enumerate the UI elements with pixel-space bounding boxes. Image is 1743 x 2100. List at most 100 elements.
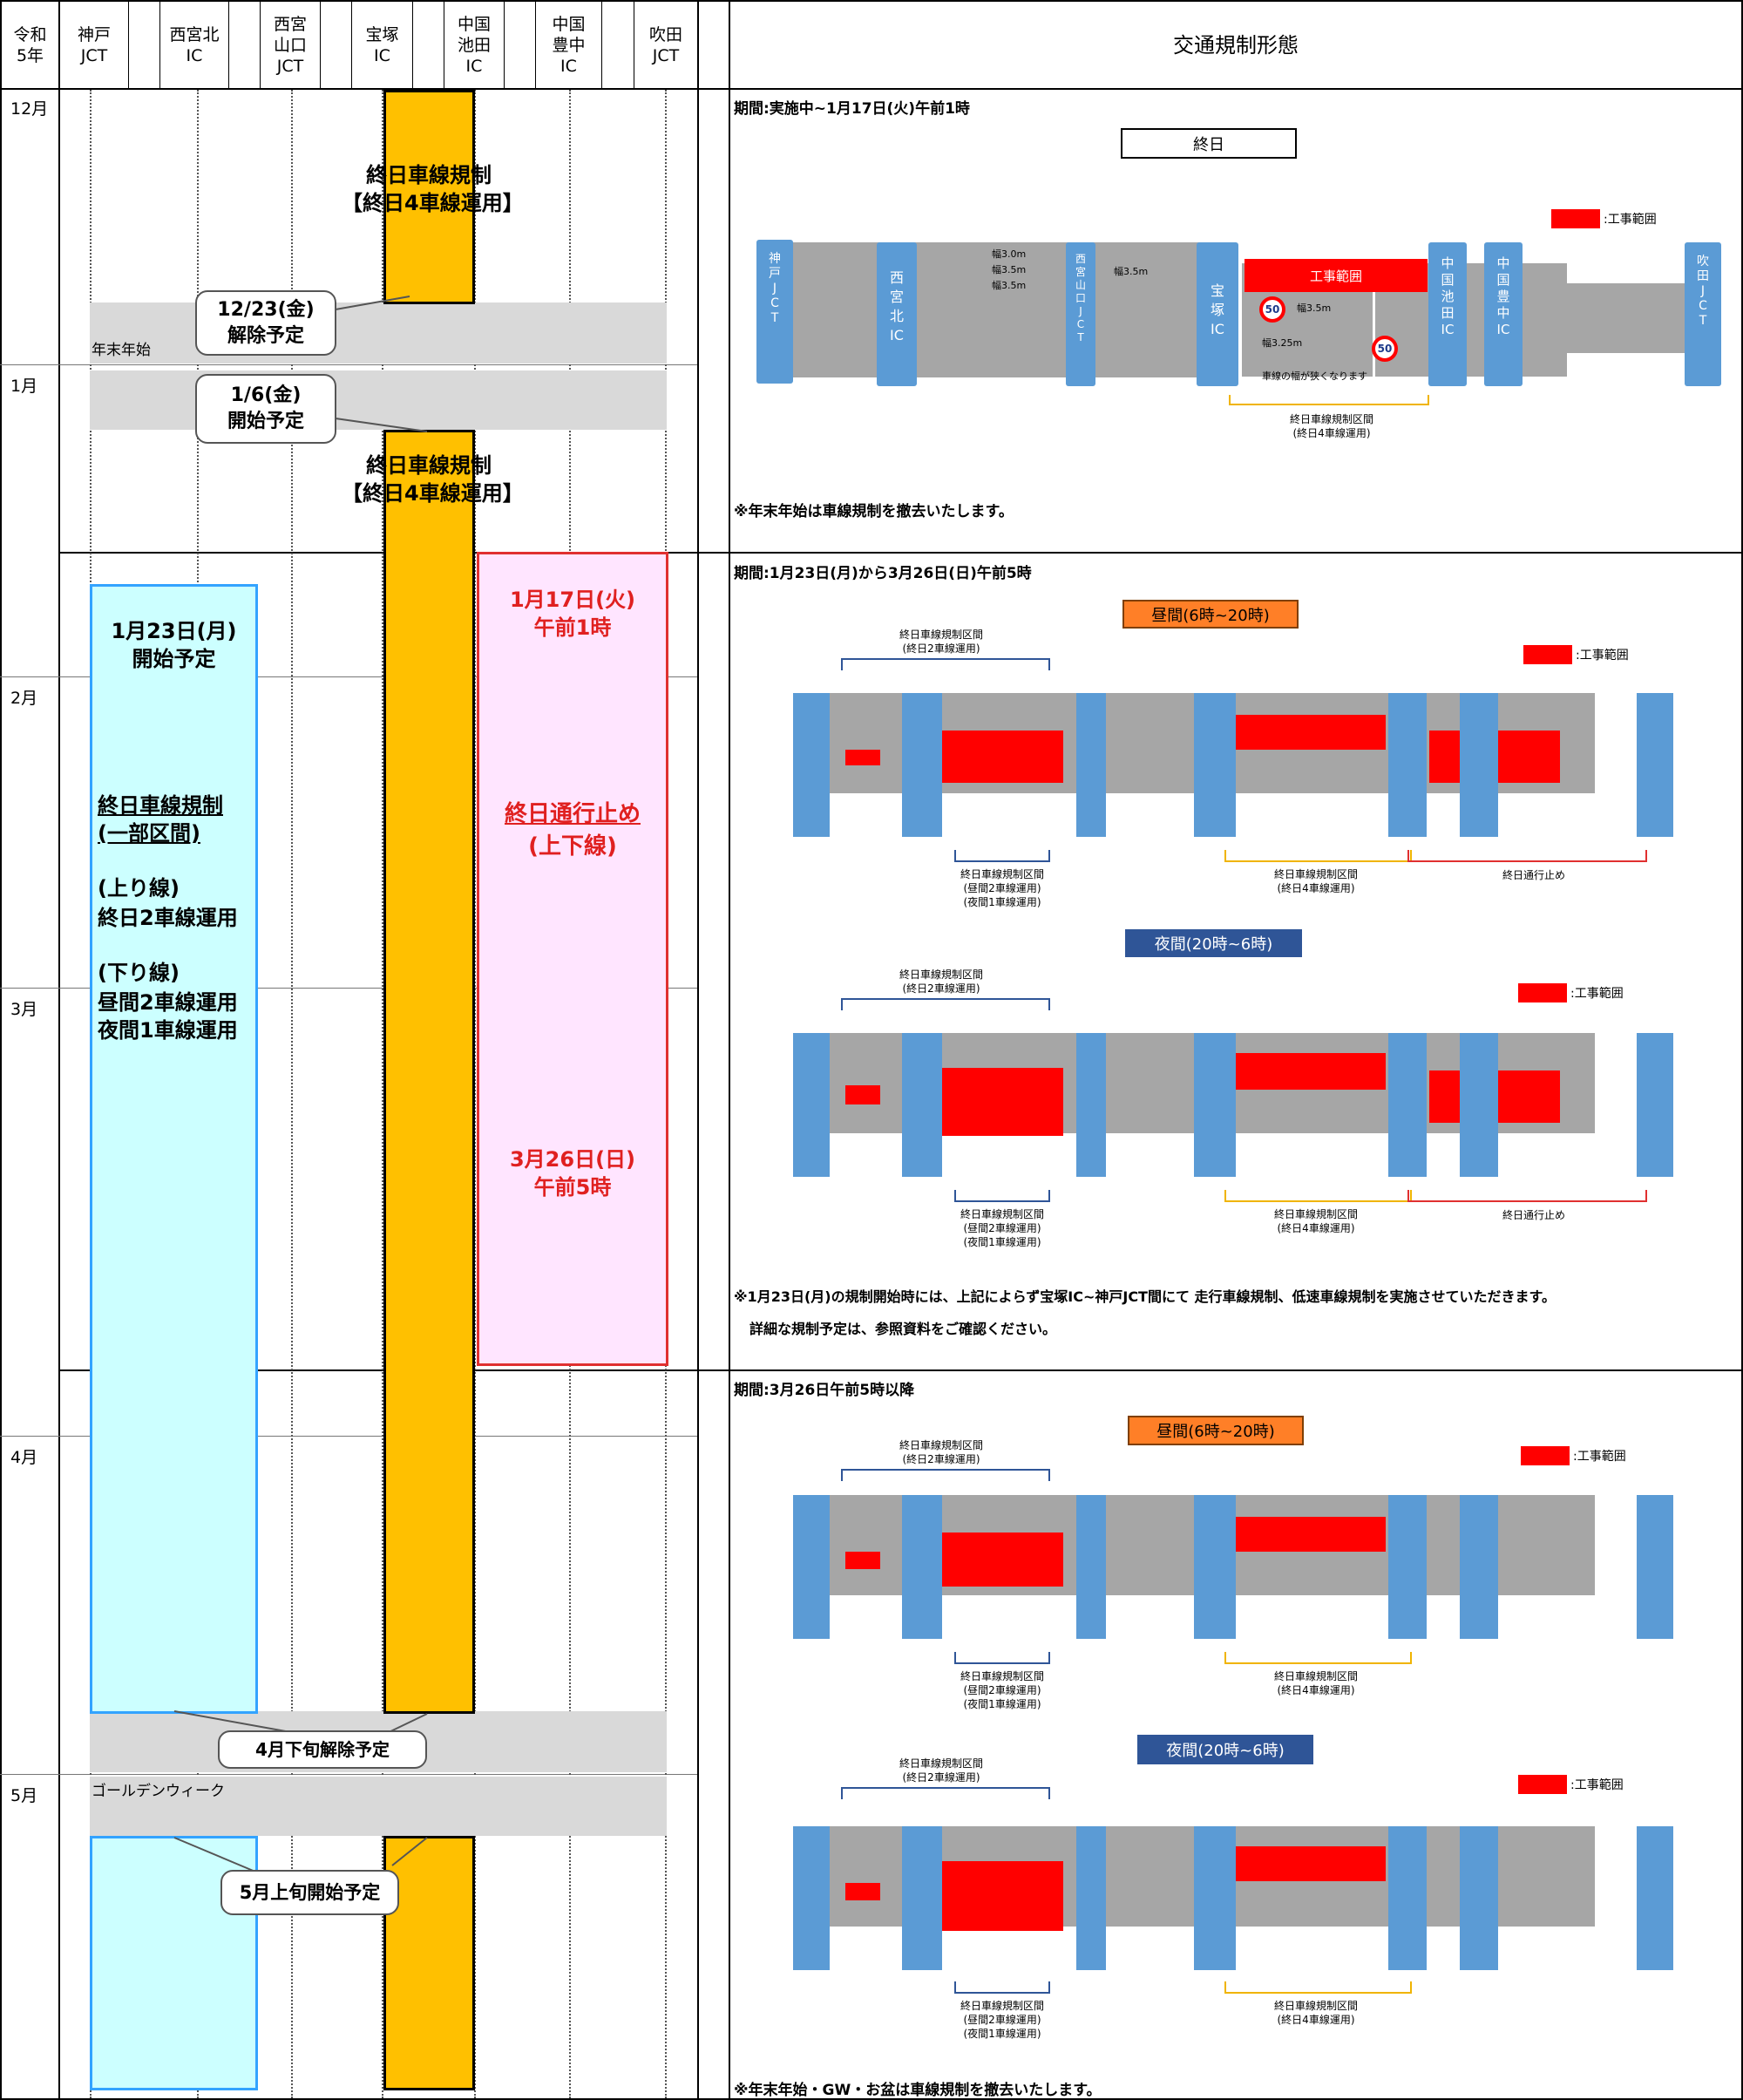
guide-yamaguchi [291, 90, 293, 2098]
top-caption: 終日車線規制区間 (終日2車線運用) [899, 629, 983, 655]
bottom-caption-mid: 終日車線規制区間 (終日4車線運用) [1273, 1670, 1358, 1696]
box-kobe [793, 1826, 830, 1970]
month-line [0, 988, 697, 989]
bottom-caption-right: 終日通行止め [1502, 1209, 1565, 1221]
s2-period: 期間:1月23日(月)から3月26日(日)午前5時 [734, 565, 1032, 582]
s3-note: ※年末年始・GW・お盆は車線規制を撤去いたします。 [734, 2082, 1102, 2099]
lane-width-label: 幅3.25m [1262, 337, 1303, 349]
s1-period: 期間:実施中~1月17日(火)午前1時 [734, 100, 970, 118]
box-toyonaka [1460, 1495, 1498, 1639]
box-yamaguchi [1076, 1033, 1106, 1177]
s1-note: ※年末年始は車線規制を撤去いたします。 [734, 503, 1014, 520]
header-suita-jct: 吹田 JCT [648, 24, 682, 65]
section-caption: 終日車線規制区間 (終日4車線運用) [1289, 413, 1373, 439]
bottom-bracket-mid [1224, 1981, 1412, 1994]
narrow-note: 車線の幅が狭くなります [1262, 370, 1367, 382]
box-nishikita: 西 宮 北 IC [877, 242, 917, 386]
box-suita [1637, 1033, 1673, 1177]
callout-apr: 4月下旬解除予定 [218, 1730, 427, 1769]
lane-down-body: 昼間2車線運用 夜間1車線運用 [98, 990, 238, 1043]
bottom-caption-left: 終日車線規制区間 (昼間2車線運用) (夜間1車線運用) [960, 1208, 1044, 1248]
top-caption: 終日車線規制区間 (終日2車線運用) [899, 1439, 983, 1465]
s2-legend-night: :工事範囲 [1518, 983, 1624, 1002]
work-zone [941, 1533, 1063, 1587]
lane-up-head: (上り線) [98, 876, 180, 900]
bracket [841, 998, 1050, 1010]
box-takarazuka [1194, 693, 1236, 837]
header-chugoku-toyonaka-ic: 中国 豊中 IC [552, 14, 586, 76]
month-may: 5月 [10, 1786, 38, 1805]
s3-legend-night: :工事範囲 [1518, 1775, 1624, 1794]
box-kobe [793, 1495, 830, 1639]
s3-legend-text: :工事範囲 [1570, 1778, 1624, 1792]
box-toyonaka [1460, 693, 1498, 837]
hdr-sep [504, 0, 505, 88]
work-zone [941, 731, 1063, 783]
box-takarazuka [1194, 1495, 1236, 1639]
box-ikeda: 中 国 池 田 IC [1428, 242, 1467, 386]
bottom-bracket-left [954, 1981, 1050, 1994]
closure-title: 終日通行止め [504, 801, 641, 827]
bottom-caption-mid: 終日車線規制区間 (終日4車線運用) [1273, 2000, 1358, 2026]
orange-label-2: 終日車線規制 【終日4車線運用】 [342, 453, 524, 506]
box-kobe [793, 1033, 830, 1177]
year-end-band [90, 302, 667, 364]
box-suita: 吹 田 J C T [1685, 242, 1721, 386]
bottom-bracket-mid [1224, 1652, 1412, 1664]
box-takarazuka [1194, 1033, 1236, 1177]
bottom-bracket-left [954, 850, 1050, 862]
section-line [58, 552, 1743, 554]
bottom-caption-left: 終日車線規制区間 (昼間2車線運用) (夜間1車線運用) [960, 868, 1044, 908]
header-nishinomiya-yamaguchi-jct: 西宮 山口 JCT [273, 14, 307, 76]
month-dec: 12月 [10, 99, 49, 119]
guide-takarazuka [382, 90, 383, 2098]
outer-bottom [0, 2098, 1743, 2100]
bottom-bracket-right [1407, 850, 1647, 862]
month-line [0, 676, 697, 677]
lane-start: 1月23日(月) 開始予定 [111, 619, 237, 671]
s2-legend-day: :工事範囲 [1523, 645, 1629, 664]
outer-left [0, 0, 2, 2100]
orange-bar-main [383, 430, 475, 1714]
legend-swatch [1551, 209, 1600, 228]
s2-note-1: ※1月23日(月)の規制開始時には、上記によらず宝塚IC~神戸JCT間にて 走行… [734, 1288, 1556, 1305]
work-zone [845, 750, 880, 765]
work-range-label: 工事範囲 [1309, 268, 1362, 284]
s2-legend-text: :工事範囲 [1570, 987, 1624, 1001]
lane-title-2: (一部区間) [98, 821, 200, 846]
header-right-title: 交通規制形態 [1173, 32, 1299, 58]
work-zone [941, 1861, 1063, 1931]
bottom-bracket-left [954, 1652, 1050, 1664]
s3-night-label: 夜間(20時~6時) [1137, 1735, 1313, 1764]
bottom-caption-mid: 終日車線規制区間 (終日4車線運用) [1273, 1208, 1358, 1234]
lane-restriction-block [90, 584, 258, 1714]
s3-legend-text: :工事範囲 [1573, 1450, 1626, 1464]
box-ikeda [1388, 1826, 1427, 1970]
s2-day-label: 昼間(6時~20時) [1122, 600, 1299, 629]
box-kobe [793, 693, 830, 837]
bottom-bracket-mid [1224, 1190, 1412, 1202]
closure-start: 1月17日(火) 午前1時 [509, 588, 636, 640]
legend-swatch [1521, 1446, 1570, 1465]
s3-night-diagram: 終日車線規制区間 (終日2車線運用) 終日車線規制区間 (昼間2車線運用) (夜… [793, 1757, 1673, 2044]
work-zone [941, 1068, 1063, 1136]
lane-width-label: 幅3.5m [992, 264, 1027, 275]
box-yamaguchi [1076, 1826, 1106, 1970]
s3-legend-day: :工事範囲 [1521, 1446, 1626, 1465]
box-ikeda [1388, 1033, 1427, 1177]
hdr-sep [601, 0, 602, 88]
section-bracket [1229, 395, 1429, 405]
header-kobe-jct: 神戸 JCT [77, 24, 111, 65]
col-tl-right [697, 0, 699, 2100]
lane-up-body: 終日2車線運用 [98, 906, 238, 930]
hdr-sep [535, 0, 536, 88]
s2-legend-text: :工事範囲 [1576, 649, 1629, 663]
lane-width-label: 幅3.5m [992, 280, 1027, 291]
legend-swatch [1518, 983, 1567, 1002]
speed-sign: 50 [1259, 296, 1285, 323]
bottom-bracket-mid [1224, 850, 1412, 862]
work-zone [1236, 1053, 1386, 1090]
box-yamaguchi [1076, 693, 1106, 837]
header-takarazuka-ic: 宝塚 IC [365, 24, 399, 65]
box-toyonaka: 中 国 豊 中 IC [1484, 242, 1523, 386]
